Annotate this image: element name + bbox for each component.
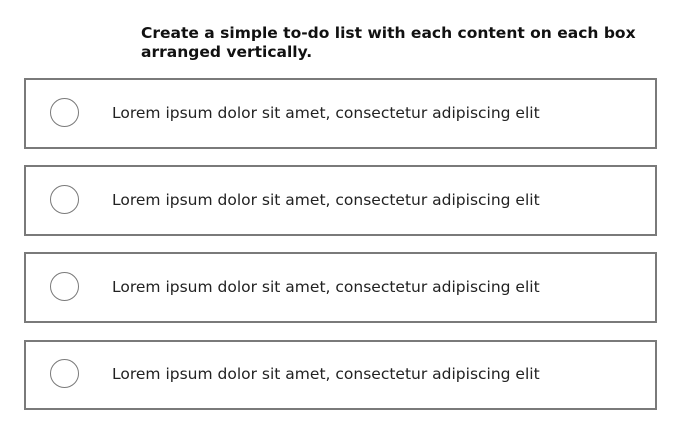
page-title: Create a simple to-do list with each con…	[141, 24, 636, 61]
todo-checkbox[interactable]	[50, 359, 79, 388]
todo-text: Lorem ipsum dolor sit amet, consectetur …	[112, 190, 540, 209]
todo-item: Lorem ipsum dolor sit amet, consectetur …	[24, 78, 657, 149]
todo-list: Lorem ipsum dolor sit amet, consectetur …	[24, 78, 657, 410]
todo-text: Lorem ipsum dolor sit amet, consectetur …	[112, 103, 540, 122]
todo-checkbox[interactable]	[50, 97, 79, 127]
todo-item: Lorem ipsum dolor sit amet, consectetur …	[24, 252, 657, 323]
todo-text: Lorem ipsum dolor sit amet, consectetur …	[112, 365, 540, 383]
todo-text: Lorem ipsum dolor sit amet, consectetur …	[112, 277, 540, 296]
todo-checkbox[interactable]	[50, 271, 79, 301]
todo-item: Lorem ipsum dolor sit amet, consectetur …	[24, 340, 657, 410]
todo-checkbox[interactable]	[50, 184, 79, 214]
todo-item: Lorem ipsum dolor sit amet, consectetur …	[24, 165, 657, 236]
